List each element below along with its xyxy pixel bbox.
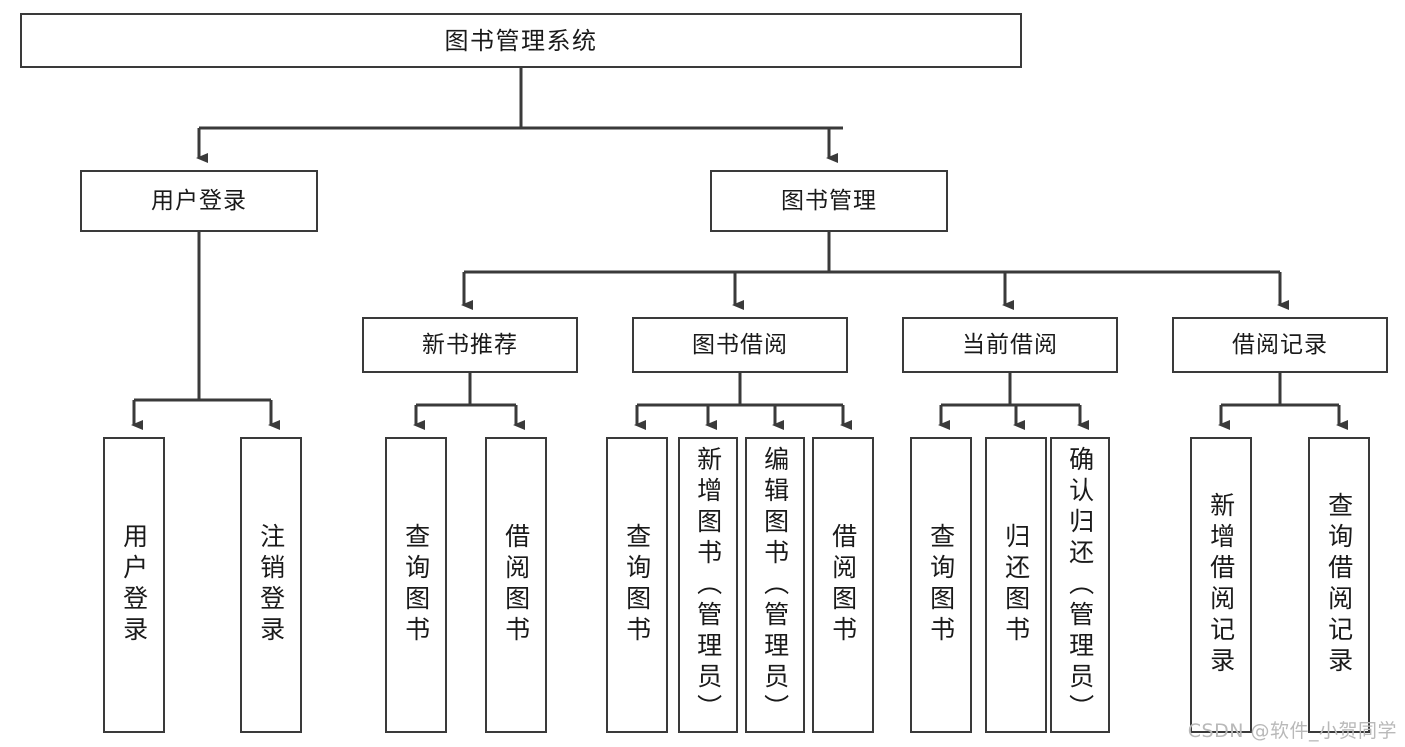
node-label: 查询借阅记录	[1324, 492, 1354, 678]
node-level2-user-login[interactable]: 用户登录	[80, 170, 318, 232]
node-leaf-add-book-admin[interactable]: 新增图书（管理员）	[678, 437, 738, 733]
node-label: 用户登录	[119, 523, 149, 647]
node-level2-book-management[interactable]: 图书管理	[710, 170, 948, 232]
node-label: 查询图书	[926, 523, 956, 647]
node-leaf-add-borrow-record[interactable]: 新增借阅记录	[1190, 437, 1252, 733]
node-label: 新增借阅记录	[1206, 492, 1236, 678]
node-label: 借阅图书	[501, 523, 531, 647]
node-leaf-query-borrow-record[interactable]: 查询借阅记录	[1308, 437, 1370, 733]
node-leaf-edit-book-admin[interactable]: 编辑图书（管理员）	[745, 437, 805, 733]
node-label: 查询图书	[401, 523, 431, 647]
node-leaf-user-login[interactable]: 用户登录	[103, 437, 165, 733]
node-label: 确认归还（管理员）	[1065, 445, 1095, 725]
node-label: 图书管理	[781, 187, 877, 214]
node-label: 图书管理系统	[444, 26, 598, 55]
node-label: 查询图书	[622, 523, 652, 647]
node-label: 注销登录	[256, 523, 286, 647]
node-root[interactable]: 图书管理系统	[20, 13, 1022, 68]
node-label: 借阅图书	[828, 523, 858, 647]
node-label: 图书借阅	[692, 331, 788, 358]
node-leaf-query-book-recommend[interactable]: 查询图书	[385, 437, 447, 733]
node-level3-book-borrow[interactable]: 图书借阅	[632, 317, 848, 373]
node-leaf-logout[interactable]: 注销登录	[240, 437, 302, 733]
node-label: 归还图书	[1001, 523, 1031, 647]
node-leaf-query-book-borrow[interactable]: 查询图书	[606, 437, 668, 733]
node-leaf-borrow-book[interactable]: 借阅图书	[812, 437, 874, 733]
node-label: 新书推荐	[422, 331, 518, 358]
node-leaf-confirm-return-admin[interactable]: 确认归还（管理员）	[1050, 437, 1110, 733]
node-leaf-return-book[interactable]: 归还图书	[985, 437, 1047, 733]
node-label: 借阅记录	[1232, 331, 1328, 358]
node-label: 用户登录	[151, 187, 247, 214]
node-label: 编辑图书（管理员）	[760, 445, 790, 725]
node-level3-current-borrow[interactable]: 当前借阅	[902, 317, 1118, 373]
node-level3-new-book-recommend[interactable]: 新书推荐	[362, 317, 578, 373]
watermark: CSDN @软件_小贺同学	[1187, 720, 1397, 742]
node-label: 新增图书（管理员）	[693, 445, 723, 725]
node-leaf-borrow-book-recommend[interactable]: 借阅图书	[485, 437, 547, 733]
node-label: 当前借阅	[962, 331, 1058, 358]
node-leaf-query-book-current[interactable]: 查询图书	[910, 437, 972, 733]
node-level3-borrow-record[interactable]: 借阅记录	[1172, 317, 1388, 373]
